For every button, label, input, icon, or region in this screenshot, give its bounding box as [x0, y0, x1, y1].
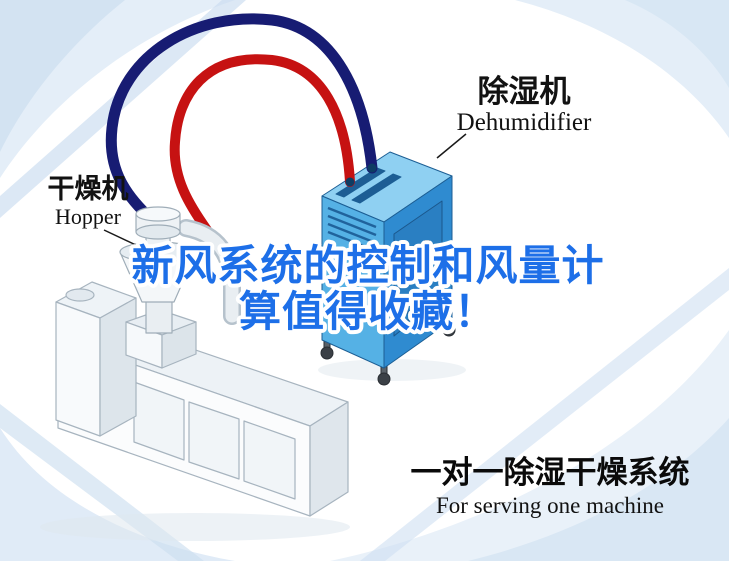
extruder-panel-2	[188, 401, 240, 480]
pipe-fitting-navy	[367, 163, 377, 173]
pedestal-front-face	[55, 301, 101, 437]
dry-air-pipe-red	[169, 54, 355, 235]
pipe-fitting-red	[345, 177, 355, 187]
dehumidifier-shadow	[318, 359, 466, 381]
return-air-pipe-navy	[105, 13, 378, 226]
shadows	[40, 359, 466, 541]
air-pipes	[105, 13, 378, 235]
caption-en: For serving one machine	[436, 493, 664, 518]
dehumidifier-pointer-line	[436, 133, 467, 159]
hopper-pointer-line	[103, 229, 139, 247]
hopper-label-zh: 干燥机	[48, 174, 129, 205]
extruder-machine	[55, 281, 349, 517]
extruder-panel-3	[243, 420, 296, 500]
door-lower-vents	[399, 292, 437, 327]
swoosh-top-right-outer	[515, 0, 729, 138]
left-face-vent-slots	[327, 206, 377, 253]
caption-zh: 一对一除湿干燥系统	[411, 455, 690, 491]
dehumidifier-door	[393, 200, 443, 337]
swoosh-bottom-right-inner	[468, 418, 729, 561]
wheel-right	[442, 323, 456, 337]
hopper-lid-base	[135, 224, 181, 240]
wheel-front	[377, 372, 391, 386]
extruder-panel-1	[133, 381, 185, 461]
control-button-2	[424, 240, 430, 249]
streak-top-left	[0, 0, 246, 218]
top-vent-1	[335, 167, 386, 198]
wheel-left	[320, 346, 334, 360]
dehumidifier-label-en: Dehumidifier	[457, 109, 592, 136]
streak-bottom-right	[360, 268, 729, 561]
hopper-assembly	[119, 206, 241, 334]
swoosh-top-right-inner	[625, 0, 729, 88]
main-title-line1: 新风系统的控制和风量计	[131, 241, 604, 290]
hopper-duct	[179, 221, 239, 323]
extruder-end-face	[309, 401, 349, 517]
control-button-1	[414, 246, 420, 255]
top-vent-2	[351, 173, 402, 204]
hopper-lid-top	[135, 206, 181, 222]
dehumidifier-machine	[320, 151, 456, 386]
hopper-label-en: Hopper	[55, 204, 122, 229]
pedestal-motor-cap	[65, 288, 95, 302]
main-title-line2: 算值得收藏！	[239, 287, 497, 336]
extruder-shadow	[40, 513, 350, 541]
pedestal-side-face	[99, 297, 137, 437]
swoosh-top-left-inner	[0, 0, 125, 152]
dehumidifier-label-zh: 除湿机	[478, 74, 571, 110]
